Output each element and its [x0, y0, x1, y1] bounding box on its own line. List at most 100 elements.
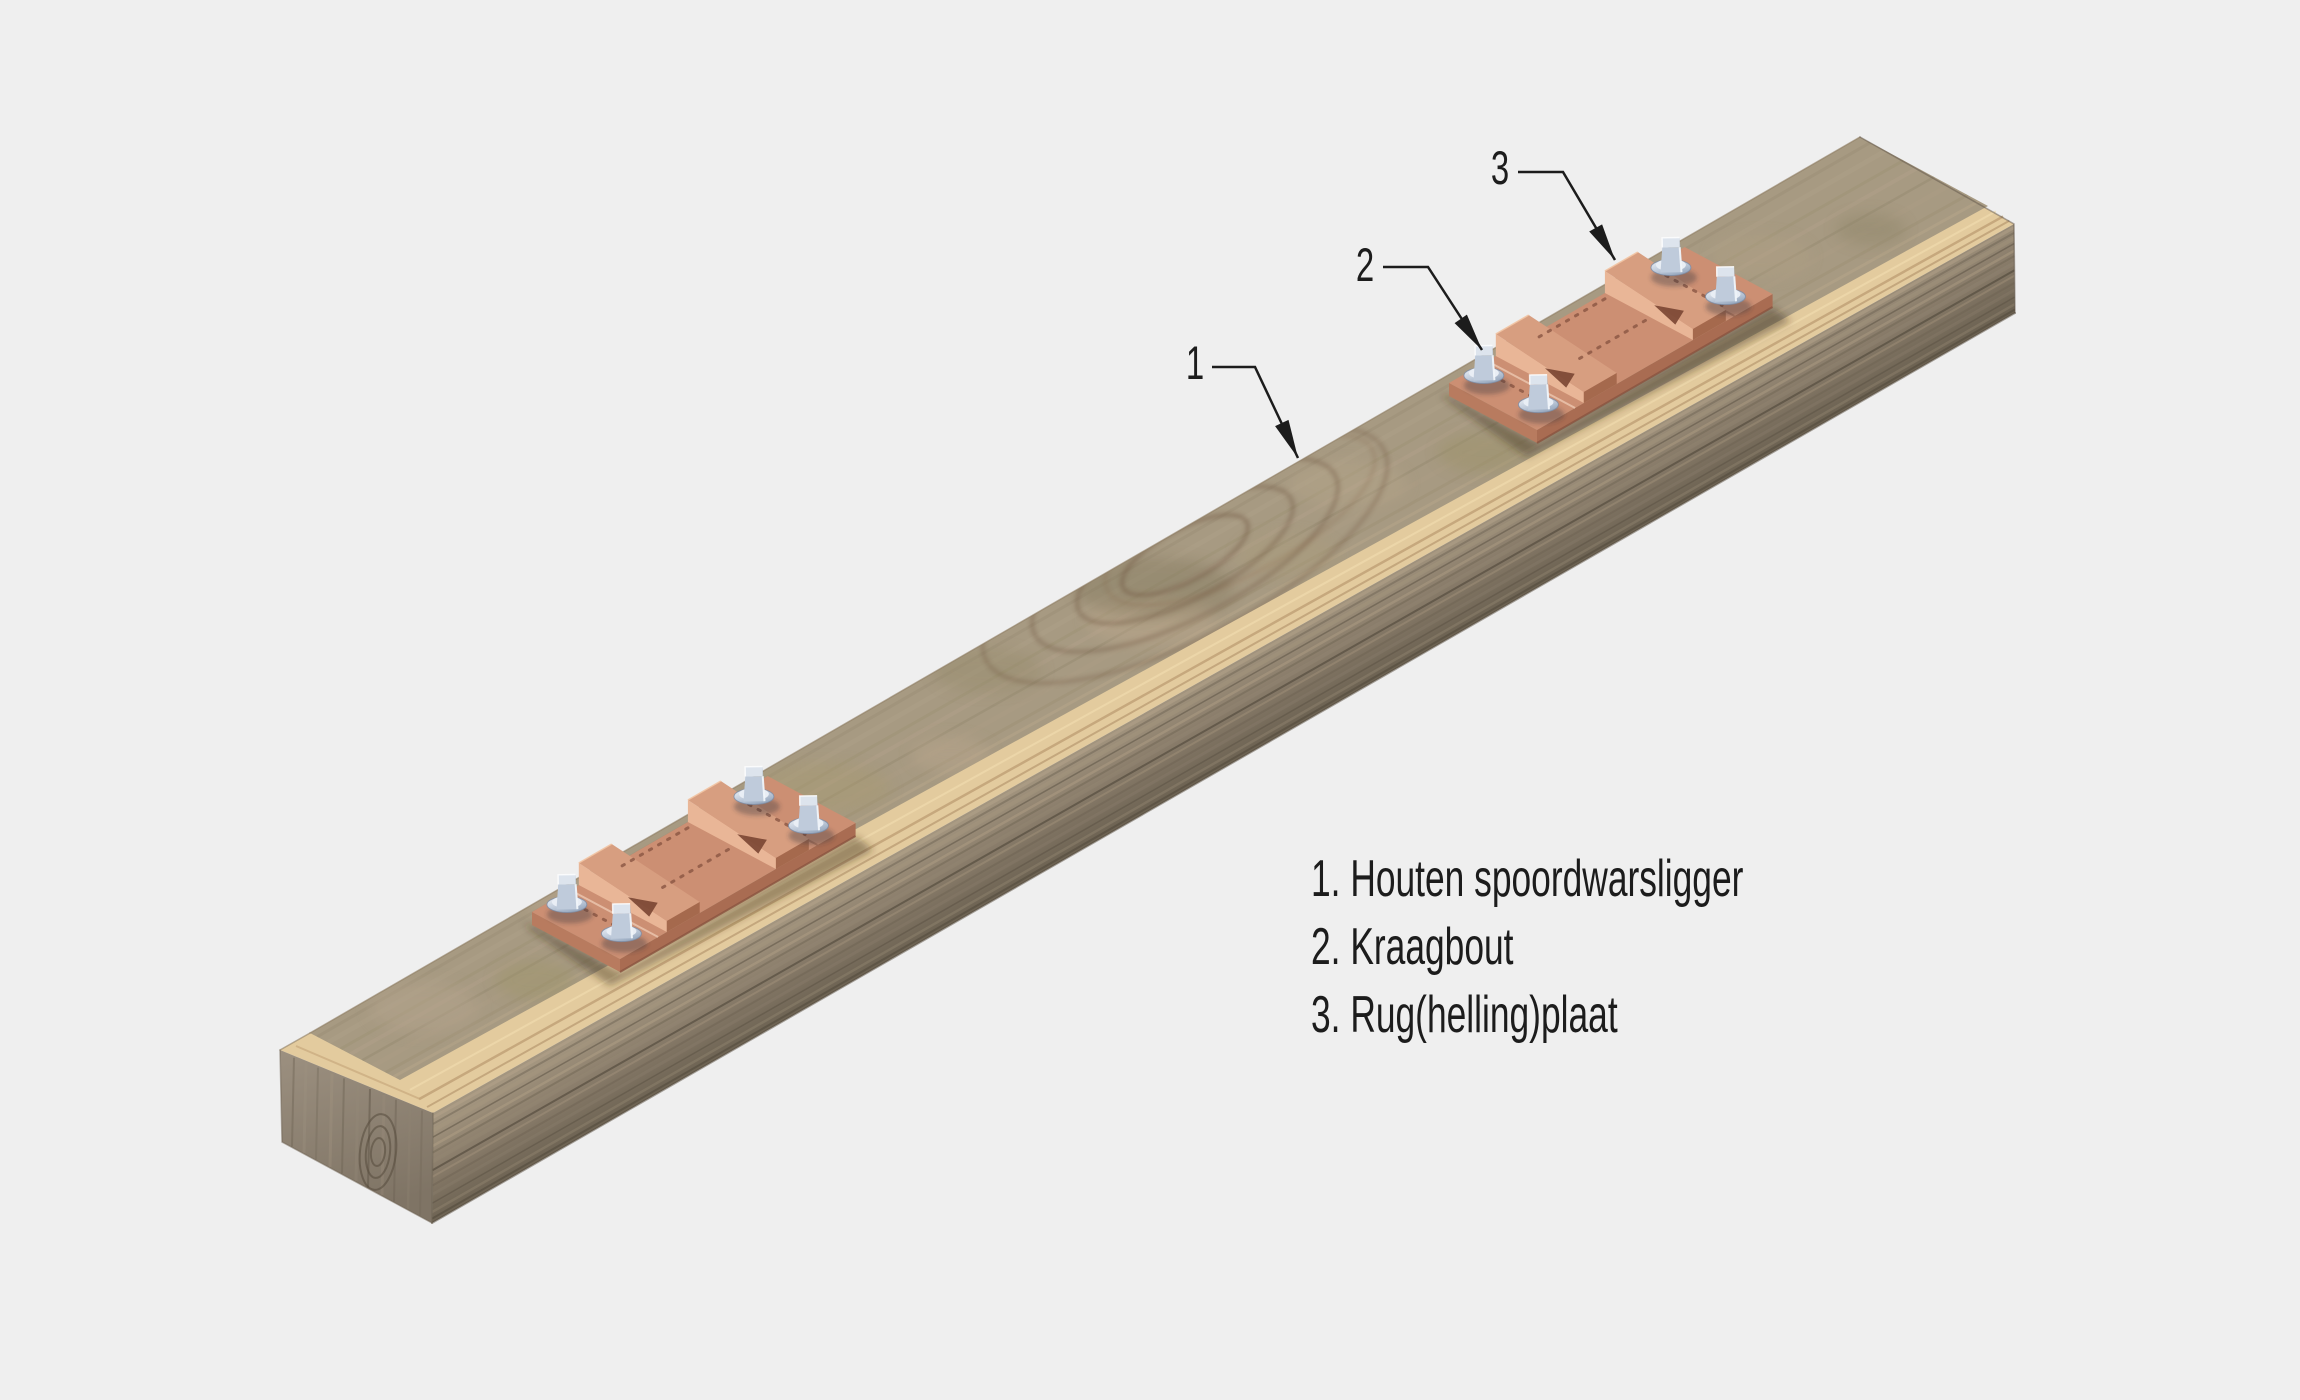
wood-streak — [432, 226, 2015, 1119]
bolt-head-top-face — [1529, 374, 1548, 385]
legend: 1. Houten spoordwarsligger 2. Kraagbout … — [1311, 845, 1743, 1049]
wood-streak — [354, 1084, 360, 1182]
kraagbout-bolt — [1517, 373, 1565, 424]
kraagbout-bolt — [1704, 265, 1752, 316]
legend-item-2: 2. Kraagbout — [1311, 918, 1514, 976]
plate-shadow — [1441, 307, 1791, 457]
bolt-top-edge-highlight — [557, 873, 576, 885]
ridge-notch — [737, 834, 767, 854]
bolt-top-edge-highlight — [1474, 344, 1493, 356]
kraagbout-bolt — [787, 794, 835, 845]
wood-blotch — [369, 981, 480, 1034]
wood-streak — [432, 242, 2015, 1138]
wood-knot — [358, 1113, 398, 1191]
leader-line-3 — [1518, 170, 1617, 261]
ridge-top-edge — [1495, 314, 1530, 335]
plate-dotted-line — [1578, 318, 1647, 360]
ridge-near-face — [775, 839, 809, 869]
bolt-head-top-face — [1662, 237, 1680, 248]
plate-dotted-line — [620, 826, 690, 868]
leader-arrowhead-2 — [1454, 314, 1482, 350]
legend-item-1: 1. Houten spoordwarsligger — [1311, 850, 1744, 908]
callout-3-label: 3 — [1490, 141, 1510, 194]
wood-streak — [432, 249, 2015, 1148]
wood-blotch — [910, 736, 991, 773]
plate-end-face — [1449, 383, 1537, 443]
ridge-notch — [1545, 368, 1575, 388]
bolt-top-edge-highlight — [1661, 236, 1680, 248]
bolt-edge-highlight — [1546, 384, 1550, 410]
wood-streak — [432, 269, 2015, 1172]
beam-side-texture — [432, 226, 2015, 1220]
legend-item-3: 3. Rug(helling)plaat — [1311, 986, 1618, 1044]
leader-line-1 — [1212, 365, 1300, 459]
ridge-top-edge — [687, 780, 722, 801]
plate-near-face — [620, 823, 856, 972]
wood-streak — [432, 261, 2015, 1164]
wood-blotch — [1835, 213, 1906, 246]
wood-streak — [393, 1099, 397, 1202]
bolt-edge-highlight — [1678, 247, 1683, 273]
plate-dotted-line — [661, 847, 730, 889]
wood-blotch — [1287, 459, 1408, 508]
wood-streak — [432, 296, 2015, 1204]
wood-streak — [432, 236, 2015, 1133]
chamfer-grain-line — [295, 1045, 421, 1100]
bolt-head-left-face — [1528, 384, 1549, 410]
wood-streak — [291, 1057, 295, 1147]
bolt-edge-highlight — [1733, 276, 1738, 302]
wood-streak — [406, 1105, 412, 1210]
plate-bottom-edge — [619, 835, 857, 973]
kraagbout-bolt — [600, 902, 648, 953]
plate-bottom-edge — [1536, 306, 1774, 444]
bolt-top-edge-highlight — [611, 902, 631, 914]
ridge-left-face — [1604, 271, 1693, 340]
bolt-head-top-face — [1716, 266, 1735, 277]
ridge-top-face — [1495, 315, 1617, 392]
wood-streak — [432, 308, 2015, 1220]
wood-streak — [432, 288, 2015, 1196]
ridge-notch — [1654, 305, 1684, 325]
ridge-notch — [628, 897, 658, 917]
wood-streak — [432, 232, 2015, 1125]
bolt-edge-highlight — [574, 884, 579, 910]
bolt-edge-highlight — [629, 913, 633, 939]
ridge-left-face — [687, 800, 776, 869]
wood-blotch — [1437, 432, 1528, 473]
bolt-edge-highlight — [1491, 355, 1496, 381]
wood-streak — [432, 255, 2015, 1154]
ridge-near-face — [666, 902, 700, 932]
baseplate-upper — [1441, 236, 1791, 457]
bolt-head-top-face — [1475, 345, 1493, 356]
ridge-top-edge — [1604, 251, 1639, 272]
wood-streak — [432, 274, 2015, 1178]
wood-streak — [341, 1078, 345, 1174]
plate-shadow — [524, 836, 874, 986]
wood-streak — [419, 1110, 423, 1216]
wood-knot — [369, 1137, 387, 1167]
bolt-head-top-face — [799, 795, 818, 806]
wood-streak — [432, 303, 2015, 1214]
bolt-head-left-face — [1715, 276, 1736, 302]
wood-streak — [302, 1062, 308, 1153]
plate-dotted-line — [1537, 297, 1607, 339]
leader-arrowhead-3 — [1589, 224, 1615, 260]
chamfer-grain-line — [418, 215, 2004, 1101]
bolt-edge-highlight — [761, 776, 766, 802]
bolt-top-edge-highlight — [1528, 373, 1548, 385]
ridge-left-face — [578, 863, 667, 932]
leader-line-2 — [1383, 265, 1484, 351]
bolt-head-top-face — [745, 766, 763, 777]
kraagbout-bolt — [1463, 344, 1510, 395]
bolt-top-edge-highlight — [744, 765, 763, 777]
ridge-top-face — [1604, 252, 1726, 329]
wood-blotch — [932, 648, 1043, 693]
leader-arrowhead-1 — [1275, 419, 1298, 458]
wood-streak — [380, 1094, 386, 1196]
wood-knot — [364, 1125, 392, 1179]
callout-leaders — [1212, 170, 1617, 459]
beam-side-face — [432, 224, 2015, 1223]
ridge-left-face — [1495, 334, 1584, 403]
baseplate-lower — [524, 765, 874, 986]
base-plates — [524, 236, 1791, 986]
